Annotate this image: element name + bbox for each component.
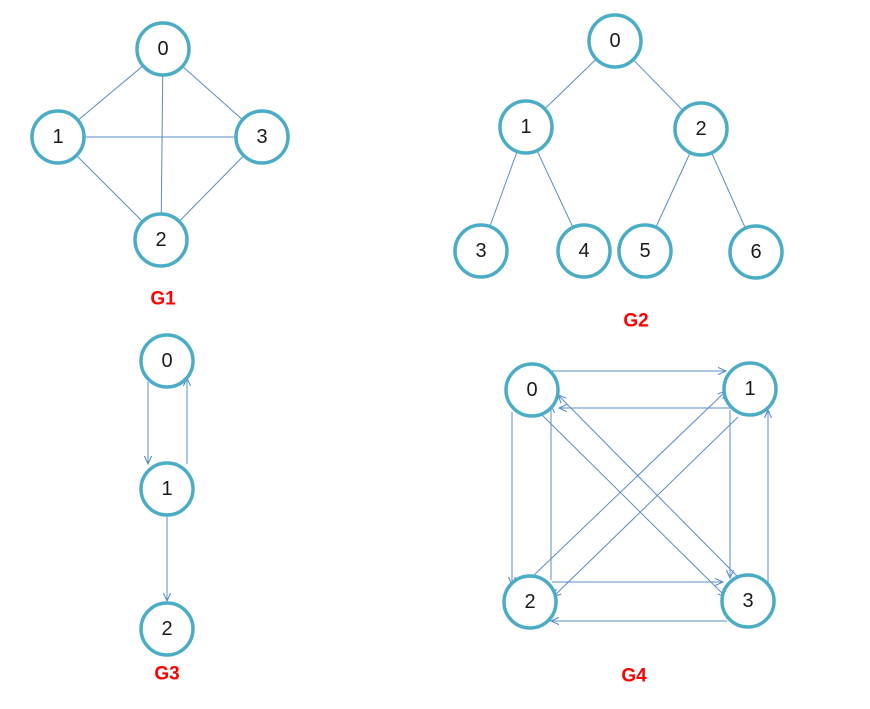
g4-node-0: 0 [504, 362, 560, 418]
node-label: 4 [578, 240, 589, 262]
g1-edge-0-2 [160, 48, 164, 241]
g4-edge-3-0 [558, 395, 739, 578]
node-label: 2 [155, 229, 166, 251]
g4-edge-1-2 [553, 416, 739, 597]
g2-node-0: 0 [587, 13, 643, 69]
g1-node-3: 3 [234, 109, 290, 165]
g2-node-2: 2 [673, 101, 729, 157]
node-label: 1 [520, 116, 531, 138]
g3-node-1: 1 [139, 461, 195, 517]
node-label: 0 [157, 38, 168, 60]
node-label: 3 [256, 126, 267, 148]
g3-node-0: 0 [139, 333, 195, 389]
node-label: 2 [695, 118, 706, 140]
node-label: 6 [750, 241, 761, 263]
node-label: 0 [526, 379, 537, 401]
g4-node-1: 1 [722, 361, 778, 417]
node-label: 3 [475, 240, 486, 262]
node-label: 3 [742, 590, 753, 612]
g1-node-0: 0 [135, 21, 191, 77]
g2-node-6: 6 [728, 224, 784, 280]
graph-g1: 0 1 3 2 G1 [30, 21, 290, 310]
node-label: 1 [52, 126, 63, 148]
g4-edge-0-3 [540, 413, 726, 597]
graph-g3: 0 1 2 G3 [139, 333, 195, 685]
node-label: 1 [744, 378, 755, 400]
g1-node-2: 2 [133, 212, 189, 268]
node-label: 0 [161, 350, 172, 372]
graph-title-g3: G3 [154, 664, 179, 685]
node-label: 1 [161, 478, 172, 500]
g2-node-5: 5 [617, 223, 673, 279]
graph-title-g4: G4 [621, 666, 647, 687]
graph-g2: 0 1 2 3 4 5 6 G2 [453, 13, 784, 332]
node-label: 0 [609, 30, 620, 52]
g2-node-3: 3 [453, 223, 509, 279]
graph-g4: 0 1 2 3 G4 [502, 361, 778, 687]
g2-node-4: 4 [556, 223, 612, 279]
graph-title-g1: G1 [150, 289, 176, 310]
g3-node-2: 2 [139, 601, 195, 657]
g2-node-1: 1 [498, 99, 554, 155]
g1-node-1: 1 [30, 109, 86, 165]
g4-node-3: 3 [720, 573, 776, 629]
graph-title-g2: G2 [623, 311, 648, 332]
g4-node-2: 2 [502, 574, 558, 630]
node-label: 2 [161, 618, 172, 640]
g4-edge-2-1 [531, 391, 726, 578]
node-label: 5 [639, 240, 650, 262]
node-label: 2 [524, 591, 535, 613]
